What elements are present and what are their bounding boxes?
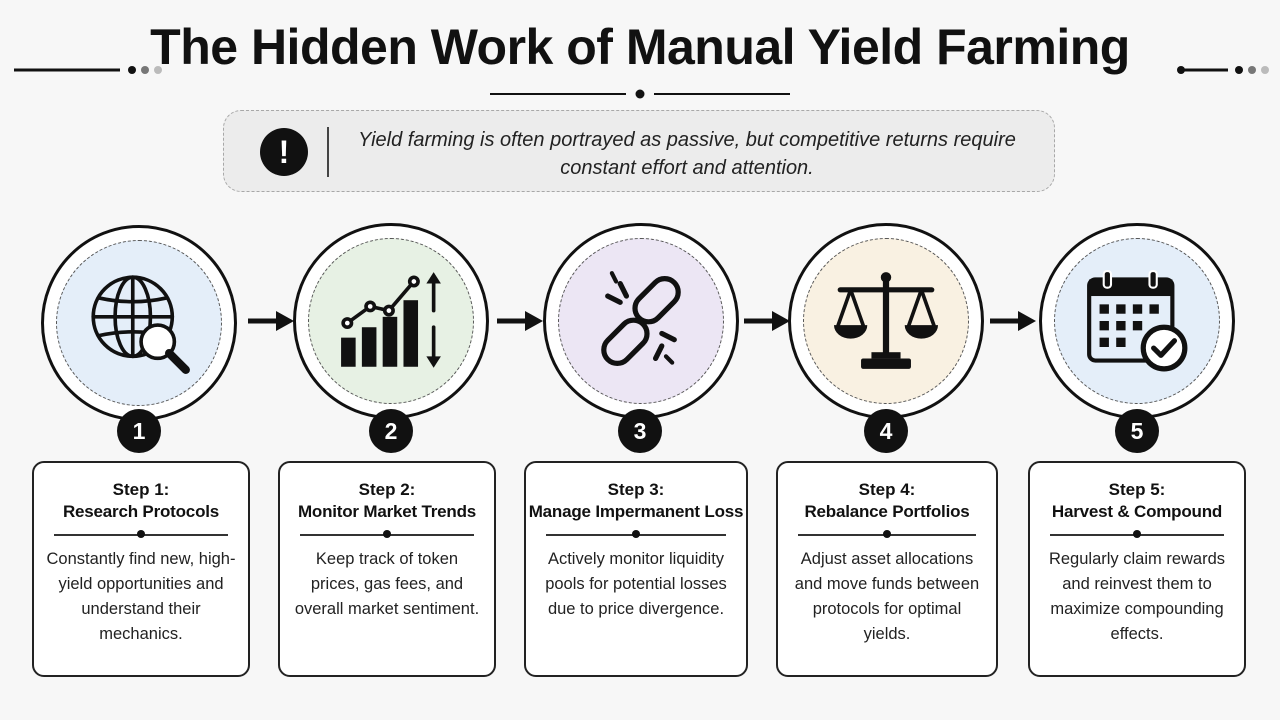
- step-2-card: Step 2: Monitor Market Trends Keep track…: [278, 461, 496, 677]
- step-5-icon-circle: [1039, 223, 1235, 419]
- step-4-label: Step 4:: [858, 480, 916, 499]
- step-5-number: 5: [1115, 409, 1159, 453]
- step-3-separator: [546, 527, 726, 541]
- step-1-label: Step 1:: [112, 480, 170, 499]
- step-3-icon-circle: [543, 223, 739, 419]
- step-2-label: Step 2:: [358, 480, 416, 499]
- broken-link-icon: [601, 271, 681, 367]
- calendar-check-icon: [1087, 270, 1188, 372]
- step-3-card: Step 3: Manage Impermanent Loss Actively…: [524, 461, 748, 677]
- step-1-separator: [54, 527, 228, 541]
- step-3-description: Actively monitor liquidity pools for pot…: [545, 550, 727, 618]
- title-underline: [490, 89, 790, 99]
- chart-trend-icon: [341, 272, 441, 368]
- callout-divider: [327, 127, 329, 177]
- step-1-number: 1: [117, 409, 161, 453]
- left-title-divider: [14, 66, 162, 74]
- globe-search-icon: [91, 275, 190, 374]
- step-2-separator: [300, 527, 474, 541]
- step-5-title: Harvest & Compound: [1051, 502, 1223, 521]
- arrow-right-icon: [744, 311, 790, 331]
- right-title-divider: [1177, 66, 1269, 74]
- step-2-title: Monitor Market Trends: [297, 502, 477, 521]
- step-4-separator: [798, 527, 976, 541]
- step-4-icon-circle: [788, 223, 984, 419]
- step-5-label: Step 5:: [1108, 480, 1166, 499]
- step-3-label: Step 3:: [607, 480, 665, 499]
- step-3-title: Manage Impermanent Loss: [528, 502, 744, 521]
- step-4-description: Adjust asset allocations and move funds …: [794, 550, 980, 643]
- step-3-number: 3: [618, 409, 662, 453]
- balance-scale-icon: [834, 272, 938, 369]
- step-2-number: 2: [369, 409, 413, 453]
- step-5-card: Step 5: Harvest & Compound Regularly cla…: [1028, 461, 1246, 677]
- step-4-number: 4: [864, 409, 908, 453]
- step-1-card: Step 1: Research Protocols Constantly fi…: [32, 461, 250, 677]
- callout-box: ! Yield farming is often portrayed as pa…: [223, 110, 1055, 192]
- step-1-icon-circle: [41, 225, 237, 421]
- step-4-title: Rebalance Portfolios: [804, 502, 970, 521]
- step-1-title: Research Protocols: [62, 502, 220, 521]
- exclamation-icon: !: [260, 128, 308, 176]
- step-2-icon-circle: [293, 223, 489, 419]
- step-5-separator: [1050, 527, 1224, 541]
- step-2-description: Keep track of token prices, gas fees, an…: [294, 550, 480, 618]
- step-4-card: Step 4: Rebalance Portfolios Adjust asse…: [776, 461, 998, 677]
- arrow-right-icon: [497, 311, 543, 331]
- arrow-right-icon: [248, 311, 294, 331]
- step-1-inner-ring: [56, 240, 222, 406]
- step-5-description: Regularly claim rewards and reinvest the…: [1048, 550, 1226, 643]
- callout-text: Yield farming is often portrayed as pass…: [358, 129, 1016, 179]
- arrow-right-icon: [990, 311, 1036, 331]
- step-1-description: Constantly find new, high-yield opportun…: [46, 550, 236, 643]
- page-title: The Hidden Work of Manual Yield Farming: [150, 19, 1130, 75]
